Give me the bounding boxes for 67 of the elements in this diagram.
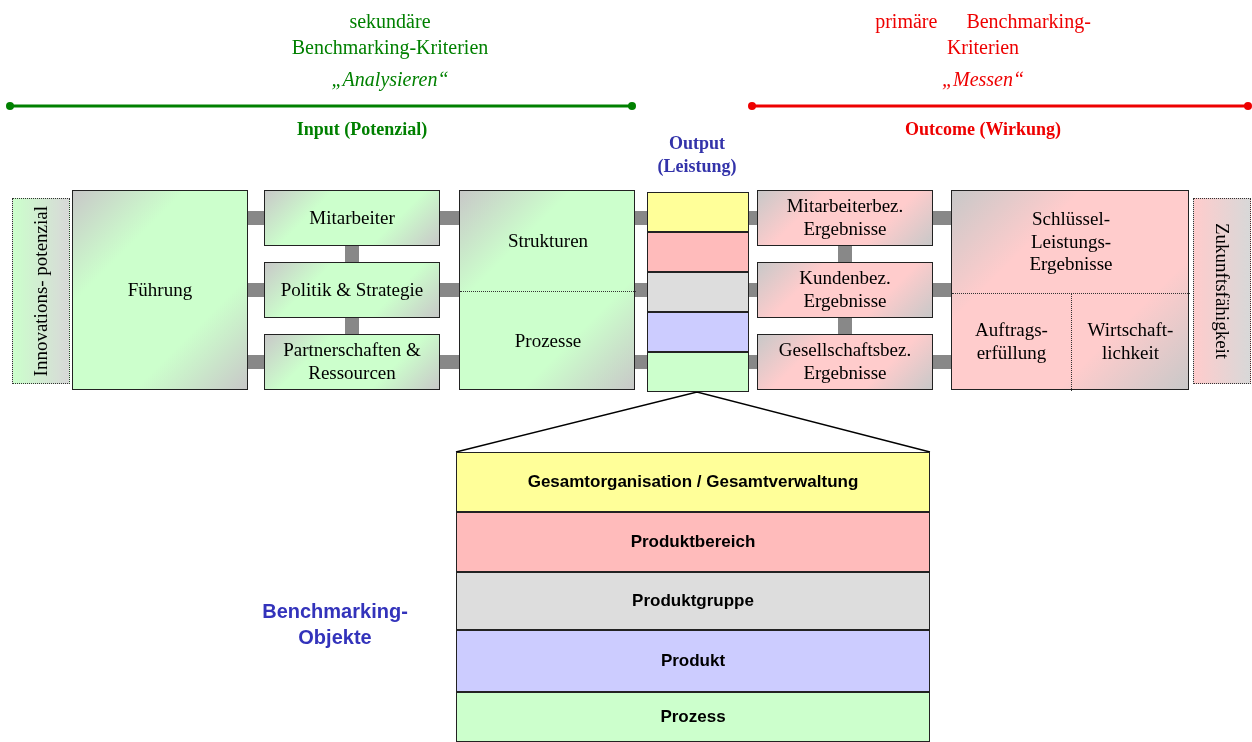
connector-bar: [749, 211, 757, 225]
connector-bar: [838, 246, 852, 262]
output-bar: [647, 272, 749, 312]
box-label: Strukturen: [507, 229, 589, 253]
box-label: Mitarbeiterbez. Ergebnisse: [785, 195, 905, 241]
section-heading: Output (Leistung): [656, 132, 738, 179]
box-label: Wirtschaft- lichkeit: [1086, 319, 1175, 365]
box-label: Produktgruppe: [632, 590, 754, 612]
criteria-subheading: „Analysieren“: [330, 67, 450, 92]
connector-bar: [635, 283, 647, 297]
object-layer: [456, 452, 930, 512]
box-label: Prozesse: [514, 329, 582, 353]
connector-bar: [749, 355, 757, 369]
criterion-box: [264, 262, 440, 318]
object-layer: [456, 630, 930, 692]
output-bar: [647, 352, 749, 392]
object-layer: [456, 512, 930, 572]
connector-bar: [248, 211, 264, 225]
object-layer: [456, 692, 930, 742]
box-label: Produkt: [660, 650, 726, 672]
connector-bar: [440, 355, 459, 369]
connector-bar: [838, 318, 852, 334]
criteria-subheading: „Messen“: [940, 67, 1026, 92]
box-label: Prozess: [660, 706, 726, 728]
result-box: [757, 334, 933, 390]
box-label: Innovations- potenzial: [29, 205, 52, 377]
output-bar: [647, 232, 749, 272]
connector-bar: [933, 211, 951, 225]
output-bar: [647, 192, 749, 232]
connector-bar: [345, 318, 359, 334]
box-label: Führung: [127, 278, 193, 302]
connector-bar: [933, 283, 951, 297]
section-heading: Outcome (Wirkung): [903, 118, 1063, 141]
result-box: [757, 262, 933, 318]
criterion-box: [264, 334, 440, 390]
box-label: Zukunftsfähigkeit: [1211, 222, 1234, 360]
result-box: [951, 190, 1189, 390]
connector-bar: [345, 246, 359, 262]
layer-heading: Benchmarking-Objekte: [261, 599, 409, 650]
criterion-box: [264, 190, 440, 246]
box-label: Gesellschaftsbez. Ergebnisse: [777, 339, 913, 385]
connector-bar: [635, 355, 647, 369]
section-heading: Input (Potenzial): [295, 118, 429, 141]
side-box: [1193, 198, 1251, 384]
side-box: [12, 198, 70, 384]
box-label: Produktbereich: [630, 531, 756, 553]
object-layer: [456, 572, 930, 630]
box-label: Mitarbeiter: [309, 206, 395, 230]
connector-bar: [933, 355, 951, 369]
connector-bar: [749, 283, 757, 297]
criteria-heading: sekundäre Benchmarking-Kriterien: [290, 9, 490, 60]
criteria-heading: primäre Benchmarking-Kriterien: [874, 9, 1092, 60]
box-label: Schlüssel- Leistungs- Ergebnisse: [1028, 207, 1114, 277]
box-label: Politik & Strategie: [280, 278, 424, 302]
box-label: Gesamtorganisation / Gesamtverwaltung: [527, 471, 859, 493]
criterion-box: [459, 190, 635, 390]
connector-bar: [248, 283, 264, 297]
box-label: Kundenbez. Ergebnisse: [798, 267, 892, 313]
connector-bar: [248, 355, 264, 369]
connector-bar: [440, 283, 459, 297]
result-box: [757, 190, 933, 246]
box-label: Partnerschaften & Ressourcen: [282, 339, 422, 385]
output-bar: [647, 312, 749, 352]
connector-bar: [635, 211, 647, 225]
box-label: Auftrags- erfüllung: [974, 319, 1049, 365]
criterion-box: [72, 190, 248, 390]
connector-bar: [440, 211, 459, 225]
